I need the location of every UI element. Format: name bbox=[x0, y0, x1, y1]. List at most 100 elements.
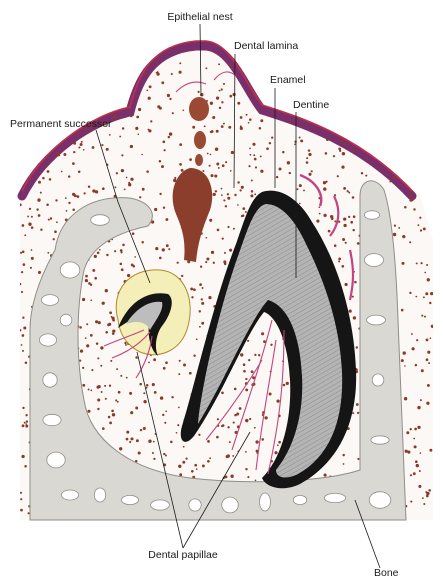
cell-dot bbox=[424, 105, 428, 109]
cell-dot bbox=[93, 60, 95, 63]
cell-dot bbox=[22, 93, 26, 97]
cell-dot bbox=[355, 346, 359, 349]
cell-dot bbox=[214, 174, 218, 178]
cell-dot bbox=[49, 60, 53, 64]
cell-dot bbox=[341, 165, 345, 169]
marrow-space bbox=[41, 294, 59, 306]
cell-dot bbox=[343, 223, 347, 228]
marrow-space bbox=[42, 413, 62, 427]
cell-dot bbox=[72, 192, 76, 196]
cell-dot bbox=[396, 112, 400, 116]
cell-dot bbox=[105, 147, 109, 151]
cell-dot bbox=[24, 465, 27, 468]
cell-dot bbox=[258, 126, 262, 130]
cell-dot bbox=[179, 473, 183, 477]
cell-dot bbox=[310, 170, 313, 173]
cell-dot bbox=[73, 64, 77, 68]
cell-dot bbox=[276, 399, 280, 403]
label-dental-lamina: Dental lamina bbox=[234, 40, 298, 52]
cell-dot bbox=[79, 349, 84, 353]
cell-dot bbox=[200, 298, 203, 301]
cell-dot bbox=[88, 84, 90, 87]
cell-dot bbox=[298, 136, 301, 139]
cell-dot bbox=[30, 226, 34, 229]
cell-dot bbox=[70, 63, 75, 67]
cell-dot bbox=[324, 181, 327, 184]
cell-dot bbox=[278, 440, 281, 444]
label-enamel: Enamel bbox=[270, 74, 306, 86]
cell-dot bbox=[164, 421, 167, 424]
cell-dot bbox=[139, 428, 143, 432]
cell-dot bbox=[189, 158, 192, 161]
cell-dot bbox=[40, 228, 43, 231]
cell-dot bbox=[294, 140, 297, 143]
cell-dot bbox=[134, 256, 137, 258]
cell-dot bbox=[428, 362, 431, 365]
cell-dot bbox=[129, 114, 133, 118]
cell-dot bbox=[400, 308, 404, 312]
cell-dot bbox=[20, 508, 23, 512]
cell-dot bbox=[260, 119, 264, 123]
cell-dot bbox=[250, 194, 254, 198]
cell-dot bbox=[353, 84, 357, 88]
cell-dot bbox=[114, 96, 117, 98]
cell-dot bbox=[406, 431, 410, 435]
cell-dot bbox=[158, 160, 162, 163]
cell-dot bbox=[430, 228, 433, 232]
cell-dot bbox=[201, 321, 205, 325]
cell-dot bbox=[351, 196, 355, 199]
cell-dot bbox=[52, 85, 56, 89]
cell-dot bbox=[339, 149, 342, 152]
cell-dot bbox=[250, 190, 254, 193]
cell-dot bbox=[362, 136, 364, 139]
cell-dot bbox=[300, 139, 304, 143]
marrow-space bbox=[61, 489, 80, 501]
cell-dot bbox=[22, 316, 25, 319]
cell-dot bbox=[136, 115, 140, 119]
label-dentine: Dentine bbox=[293, 99, 329, 111]
cell-dot bbox=[135, 406, 139, 410]
cell-dot bbox=[71, 85, 75, 89]
cell-dot bbox=[370, 73, 372, 76]
cell-dot bbox=[343, 142, 347, 146]
cell-dot bbox=[96, 385, 100, 389]
cell-dot bbox=[421, 497, 424, 500]
cell-dot bbox=[125, 437, 129, 441]
cell-dot bbox=[226, 193, 230, 196]
cell-dot bbox=[111, 409, 114, 413]
cell-dot bbox=[305, 161, 309, 164]
cell-dot bbox=[221, 424, 225, 427]
cell-dot bbox=[344, 241, 347, 244]
cell-dot bbox=[257, 78, 261, 82]
cell-dot bbox=[367, 60, 371, 64]
cell-dot bbox=[420, 262, 423, 265]
cell-dot bbox=[402, 234, 406, 239]
cell-dot bbox=[344, 282, 348, 287]
cell-dot bbox=[351, 119, 354, 122]
cell-dot bbox=[417, 425, 421, 430]
cell-dot bbox=[410, 333, 413, 335]
cell-dot bbox=[82, 366, 85, 370]
cell-dot bbox=[429, 448, 433, 452]
cell-dot bbox=[108, 134, 111, 136]
cell-dot bbox=[125, 344, 127, 346]
cell-dot bbox=[181, 274, 184, 278]
cell-dot bbox=[24, 234, 27, 237]
cell-dot bbox=[268, 141, 272, 145]
cell-dot bbox=[145, 386, 148, 389]
cell-dot bbox=[105, 331, 108, 334]
cell-dot bbox=[349, 108, 353, 112]
cell-dot bbox=[23, 326, 27, 330]
cell-dot bbox=[199, 283, 202, 286]
cell-dot bbox=[356, 242, 360, 245]
cell-dot bbox=[48, 178, 52, 181]
cell-dot bbox=[120, 115, 123, 118]
permanent-successor-germ bbox=[115, 269, 191, 356]
cell-dot bbox=[116, 400, 119, 403]
cell-dot bbox=[276, 444, 279, 447]
cell-dot bbox=[413, 437, 416, 440]
cell-dot bbox=[389, 180, 392, 183]
cell-dot bbox=[35, 68, 38, 71]
cell-dot bbox=[54, 136, 57, 138]
